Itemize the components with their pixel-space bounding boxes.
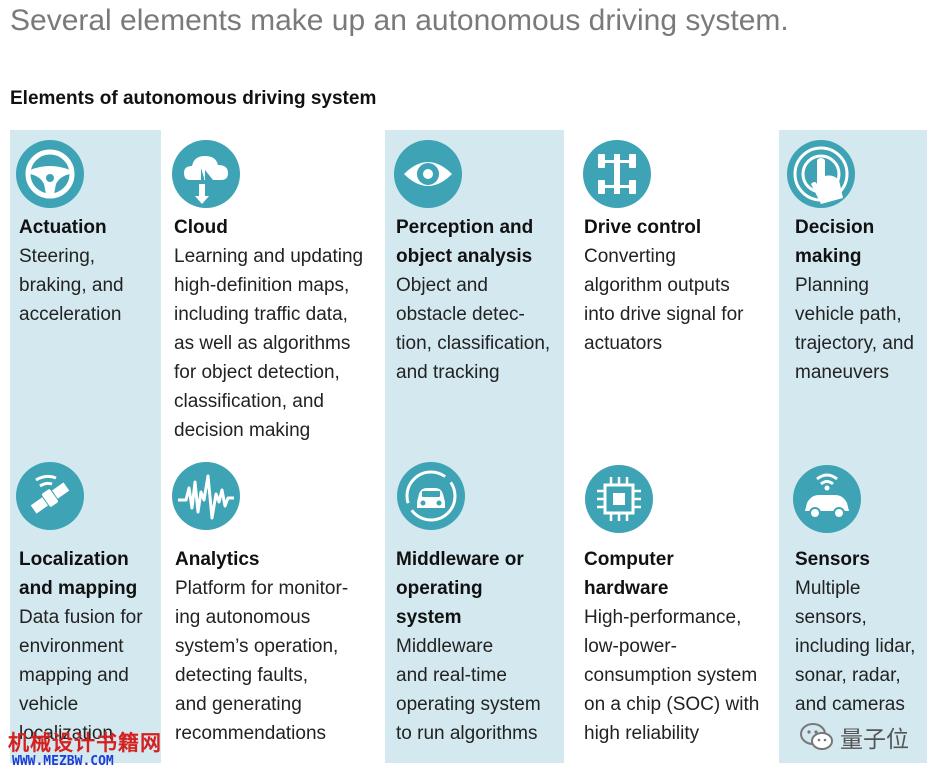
car-circle-icon [397,462,465,530]
element-title: Cloud [174,217,228,238]
element-card-computer-hardware: Computer hardware High-performance, low-… [584,545,759,748]
column-background-3 [385,130,564,763]
element-title: Localization and mapping [19,549,138,599]
watermark-left: 机械设计书籍网 WWW.MEZBW.COM [8,727,161,775]
element-title: Computer hardware [584,549,674,599]
element-title: Actuation [19,217,107,238]
satellite-icon [16,462,84,530]
element-description: Planning vehicle path, trajectory, and m… [795,275,914,383]
page-headline: Several elements make up an autonomous d… [10,4,789,37]
column-background-1 [10,130,161,763]
element-card-localization: Localization and mapping Data fusion for… [19,545,143,748]
element-description: Object and obstacle detec- tion, classif… [396,275,551,383]
element-description: Steering, braking, and acceleration [19,246,124,325]
element-card-decision-making: Decision making Planning vehicle path, t… [795,213,914,387]
element-title: Drive control [584,217,702,238]
element-card-analytics: Analytics Platform for monitor- ing auto… [175,545,348,748]
wechat-icon [800,723,833,750]
element-title: Middleware or operating system [396,549,524,628]
element-card-drive-control: Drive control Converting algorithm outpu… [584,213,743,358]
element-title: Analytics [175,549,260,570]
element-card-middleware: Middleware or operating system Middlewar… [396,545,541,748]
chip-icon [585,465,653,533]
element-description: Data fusion for environment mapping and … [19,607,143,744]
diagram-subtitle: Elements of autonomous driving system [10,88,377,109]
element-description: Converting algorithm outputs into drive … [584,246,744,354]
touch-icon [787,140,855,208]
chassis-icon [583,140,651,208]
element-title: Sensors [795,549,870,570]
element-description: Middleware and real-time operating syste… [396,636,541,744]
eye-icon [394,140,462,208]
element-title: Perception and object analysis [396,217,534,267]
element-description: Platform for monitor- ing autonomous sys… [175,578,349,744]
watermark-account-name: 量子位 [840,727,909,753]
element-card-actuation: Actuation Steering, braking, and acceler… [19,213,124,329]
element-card-cloud: Cloud Learning and updating high-definit… [174,213,363,445]
element-description: High-performance, low-power- consumption… [584,607,760,744]
steering-wheel-icon [16,140,84,208]
watermark-site-url: WWW.MEZBW.COM [12,754,114,769]
watermark-site-name: 机械设计书籍网 [8,731,162,755]
element-title: Decision making [795,217,875,267]
element-description: Multiple sensors, including lidar, sonar… [795,578,916,715]
element-description: Learning and updating high-definition ma… [174,246,364,441]
cloud-sync-icon [172,140,240,208]
column-background-5 [779,130,927,763]
pulse-icon [172,462,240,530]
watermark-right: 量子位 [800,720,930,754]
car-sensor-icon [793,465,861,533]
element-card-sensors: Sensors Multiple sensors, including lida… [795,545,915,719]
element-card-perception: Perception and object analysis Object an… [396,213,550,387]
